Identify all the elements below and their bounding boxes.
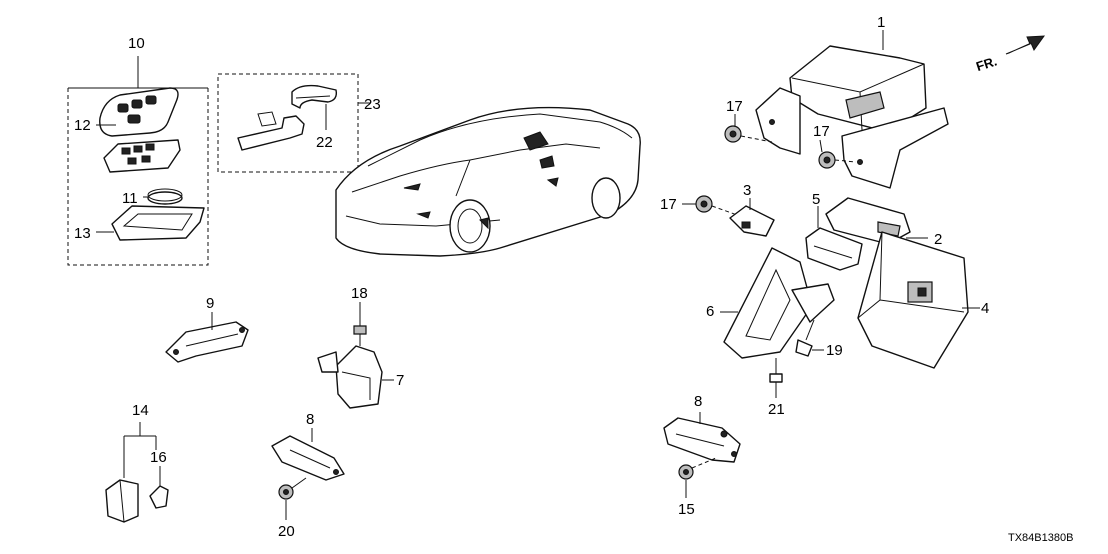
callout-18: 18 — [351, 285, 368, 302]
mounting-bracket — [755, 87, 949, 189]
callout-12: 12 — [74, 117, 91, 134]
bolt-19 — [795, 319, 815, 357]
bracket-6 — [723, 247, 835, 359]
antenna-8-right — [663, 417, 741, 463]
callout-19: 19 — [826, 342, 843, 359]
antenna-8-left — [271, 435, 345, 481]
callout-labels: 1 2 3 4 5 6 7 8 8 9 10 11 12 13 14 15 16… — [74, 14, 989, 540]
callout-4: 4 — [981, 300, 989, 317]
unit-5 — [805, 227, 863, 271]
group-bracket-14 — [123, 422, 157, 478]
callout-16: 16 — [150, 449, 167, 466]
vehicle-outline — [335, 106, 641, 257]
callout-15: 15 — [678, 501, 695, 518]
callout-8-right: 8 — [694, 393, 702, 410]
callout-20: 20 — [278, 523, 295, 540]
battery-11 — [147, 188, 183, 205]
bolt-20 — [278, 477, 307, 500]
key-holder-22 — [291, 84, 338, 109]
nut-17-b — [818, 151, 857, 169]
callout-17-a: 17 — [726, 98, 743, 115]
control-box-4 — [857, 231, 969, 369]
antenna-7 — [317, 345, 383, 409]
nut-17-c — [695, 195, 741, 217]
sensor-3 — [729, 205, 775, 237]
remote-circuit-board — [103, 139, 181, 173]
callout-1: 1 — [877, 14, 885, 31]
sensor-14 — [105, 479, 139, 523]
front-direction-label: FR. — [974, 53, 999, 74]
callout-5: 5 — [812, 191, 820, 208]
callout-17-b: 17 — [813, 123, 830, 140]
key-blade — [237, 111, 305, 151]
callout-6: 6 — [706, 303, 714, 320]
remote-base-13 — [111, 205, 205, 241]
callout-17-c: 17 — [660, 196, 677, 213]
callout-21: 21 — [768, 401, 785, 418]
group-bracket-10-top — [68, 56, 208, 89]
key-blade-group — [217, 73, 370, 173]
group-bracket-10 — [67, 88, 209, 266]
clip-16 — [149, 485, 169, 509]
bolt-15 — [678, 457, 717, 480]
callout-13: 13 — [74, 225, 91, 242]
callout-10: 10 — [128, 35, 145, 52]
callout-23: 23 — [364, 96, 381, 113]
callout-9: 9 — [206, 295, 214, 312]
diagram-code: TX84B1380B — [1008, 532, 1073, 544]
callout-2: 2 — [934, 231, 942, 248]
bolt-18 — [353, 325, 367, 346]
callout-8-left: 8 — [306, 411, 314, 428]
antenna-9 — [165, 321, 249, 363]
control-unit-1 — [789, 45, 927, 133]
leader-lines — [96, 30, 980, 520]
bolt-21 — [769, 358, 783, 383]
remote-cover-12 — [99, 87, 179, 137]
callout-22: 22 — [316, 134, 333, 151]
callout-7: 7 — [396, 372, 404, 389]
keyless-remote-group — [67, 56, 209, 266]
callout-14: 14 — [132, 402, 149, 419]
front-direction-marker: FR. — [974, 35, 1046, 74]
callout-11: 11 — [122, 190, 138, 207]
front-arrow-icon — [1005, 35, 1046, 55]
callout-3: 3 — [743, 182, 751, 199]
nut-17-a — [724, 125, 773, 143]
